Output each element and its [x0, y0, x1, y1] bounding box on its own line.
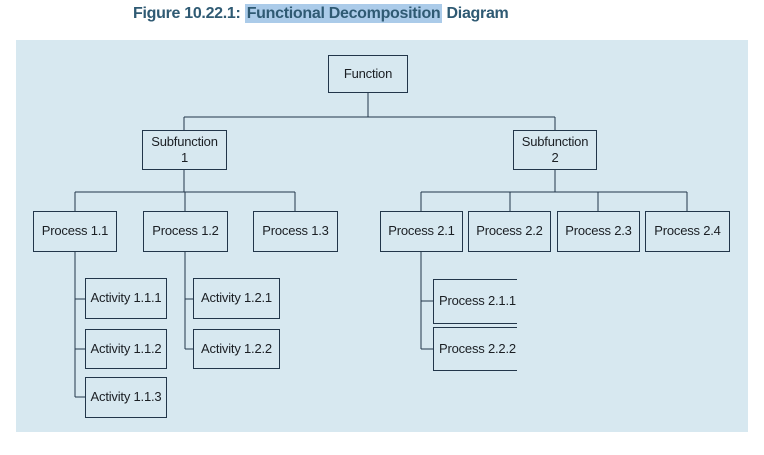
figure-title: Figure 10.22.1: Functional Decomposition…: [133, 4, 509, 23]
figure-title-suffix: Diagram: [442, 5, 509, 22]
figure-title-prefix: Figure 10.22.1:: [133, 5, 245, 22]
node-function: Function: [328, 55, 408, 93]
connector-lines: [74, 93, 688, 398]
node-subfunction-2: Subfunction 2: [513, 130, 597, 170]
node-process-2-1-1: Process 2.1.1: [433, 279, 517, 324]
node-activity-1-2-2: Activity 1.2.2: [193, 329, 280, 369]
node-subfunction-1: Subfunction 1: [142, 130, 227, 170]
node-process-1-3: Process 1.3: [253, 211, 338, 252]
node-activity-1-1-3: Activity 1.1.3: [85, 377, 167, 418]
figure-title-highlight: Functional Decomposition: [244, 4, 443, 23]
node-process-2-2: Process 2.2: [468, 211, 551, 252]
node-process-2-2-2: Process 2.2.2: [433, 327, 517, 371]
diagram-panel: Function Subfunction 1 Subfunction 2 Pro…: [16, 40, 748, 432]
node-activity-1-2-1: Activity 1.2.1: [193, 278, 280, 319]
node-process-1-2: Process 1.2: [143, 211, 228, 252]
node-activity-1-1-1: Activity 1.1.1: [85, 278, 167, 319]
node-process-2-1: Process 2.1: [380, 211, 463, 252]
node-process-2-4: Process 2.4: [645, 211, 730, 252]
node-process-1-1: Process 1.1: [33, 211, 117, 252]
node-process-2-3: Process 2.3: [557, 211, 640, 252]
node-activity-1-1-2: Activity 1.1.2: [85, 329, 167, 369]
